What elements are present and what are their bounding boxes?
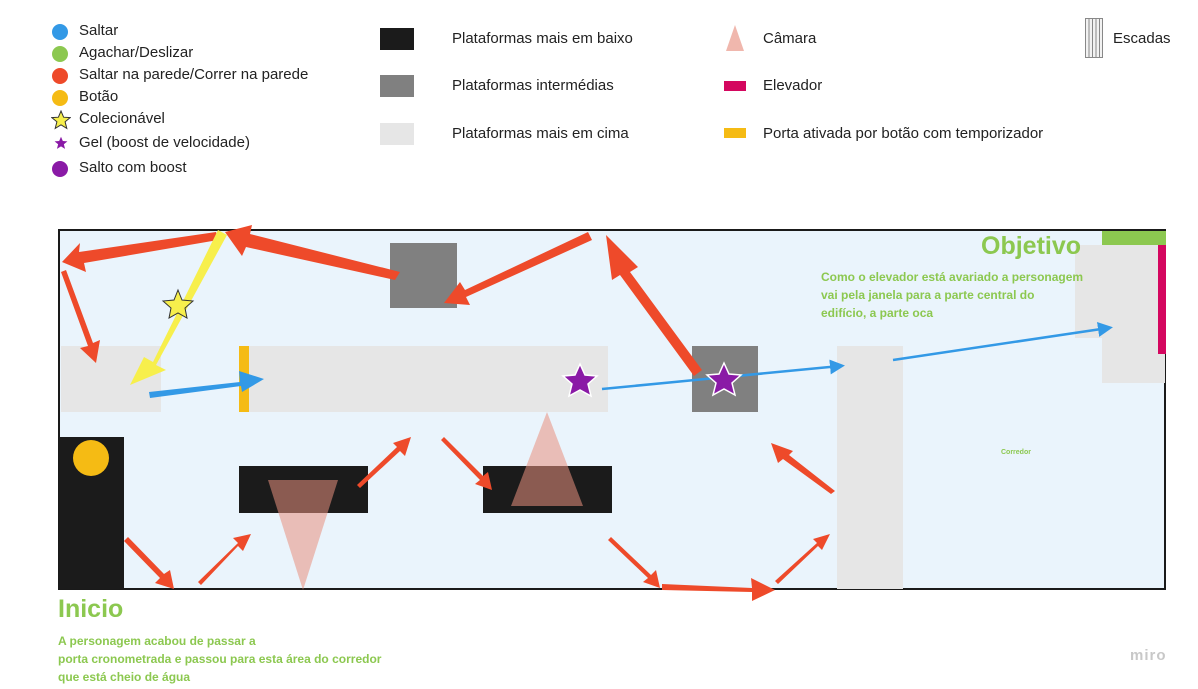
camera-cone-left <box>268 480 338 590</box>
goal-window-platform <box>1075 245 1165 338</box>
legend-label-mid-platform: Plataformas intermédias <box>452 77 614 94</box>
elevator <box>1158 245 1166 354</box>
legend-label-collectible: Colecionável <box>79 110 165 127</box>
center-high-platform <box>248 346 608 412</box>
legend-label-jump: Saltar <box>79 22 119 39</box>
start-note-line: porta cronometrada e passou para esta ár… <box>58 652 382 666</box>
start-note-line: que está cheio de água <box>58 670 191 684</box>
tall-high-platform <box>837 346 903 589</box>
legend-label-stairs: Escadas <box>1113 30 1171 47</box>
boost-jump-legend-icon <box>52 161 68 177</box>
button-legend-icon <box>52 90 68 106</box>
goal-zone <box>1102 231 1166 245</box>
wall-jump-legend-icon <box>52 68 68 84</box>
wall-jump-arrow <box>771 443 835 494</box>
legend-label-button: Botão <box>79 88 119 105</box>
start-note-line: A personagem acabou de passar a <box>58 634 256 648</box>
goal-note-line: vai pela janela para a parte central do <box>821 288 1035 302</box>
slide-legend-icon <box>52 46 68 62</box>
goal-note-line: Como o elevador está avariado a personag… <box>821 270 1084 284</box>
collectible-star <box>161 288 195 319</box>
wall-jump-arrow <box>357 437 411 488</box>
high-platform-swatch <box>380 123 414 145</box>
camera-cone-right <box>511 412 583 506</box>
goal-ledge-platform <box>1102 335 1165 383</box>
camera-triangle-icon <box>726 25 744 51</box>
top-mid-platform <box>390 243 457 308</box>
goal-note-line: edifício, a parte oca <box>821 306 934 320</box>
collectible-star-icon <box>51 110 71 130</box>
start-title: Inicio <box>58 595 124 623</box>
legend-label-timed-door: Porta ativada por botão com temporizador <box>763 125 1044 142</box>
corridor-label: Corredor <box>1001 449 1031 456</box>
legend-label-wall-jump: Saltar na parede/Correr na parede <box>79 66 309 83</box>
wall-run-arrow <box>61 270 100 363</box>
gel-star <box>561 362 599 398</box>
wall-jump-arrow <box>441 437 492 490</box>
wall-jump-arrow <box>608 537 660 588</box>
gel-star <box>705 361 743 397</box>
button <box>73 440 109 476</box>
timed-door-icon <box>724 128 746 138</box>
wall-run-arrow <box>606 235 702 376</box>
jump-arrow <box>892 322 1113 362</box>
start-note: A personagem acabou de passar a porta cr… <box>58 632 458 686</box>
gel-small-star-icon <box>54 136 68 149</box>
jump-legend-icon <box>52 24 68 40</box>
goal-title: Objetivo <box>981 232 1082 260</box>
wall-jump-arrow <box>198 534 251 585</box>
legend-label-high-platform: Plataformas mais em cima <box>452 125 629 142</box>
legend-label-slide: Agachar/Deslizar <box>79 44 194 61</box>
legend-label-camera: Câmara <box>763 30 817 47</box>
elevator-icon <box>724 81 746 91</box>
wall-run-arrow <box>662 578 775 601</box>
mid-platform-swatch <box>380 75 414 97</box>
wall-run-arrow <box>225 225 400 280</box>
miro-watermark: miro <box>1130 647 1167 664</box>
legend-left: Saltar Agachar/Deslizar Saltar na parede… <box>51 22 352 182</box>
legend-label-low-platform: Plataformas mais em baixo <box>452 30 633 47</box>
goal-note: Como o elevador está avariado a personag… <box>821 268 1121 322</box>
stairs-icon <box>1085 18 1103 58</box>
wall-run-arrow <box>62 232 218 272</box>
low-platform-swatch <box>380 28 414 50</box>
wall-run-arrow <box>444 232 592 305</box>
legend-label-elevator: Elevador <box>763 77 823 94</box>
legend-label-gel: Gel (boost de velocidade) <box>79 134 250 151</box>
wall-jump-arrow <box>775 534 830 584</box>
slide-arrow <box>130 230 227 385</box>
jump-arrow <box>149 371 264 398</box>
wall-jump-arrow <box>124 537 174 589</box>
legend-label-boost-jump: Salto com boost <box>79 159 187 176</box>
